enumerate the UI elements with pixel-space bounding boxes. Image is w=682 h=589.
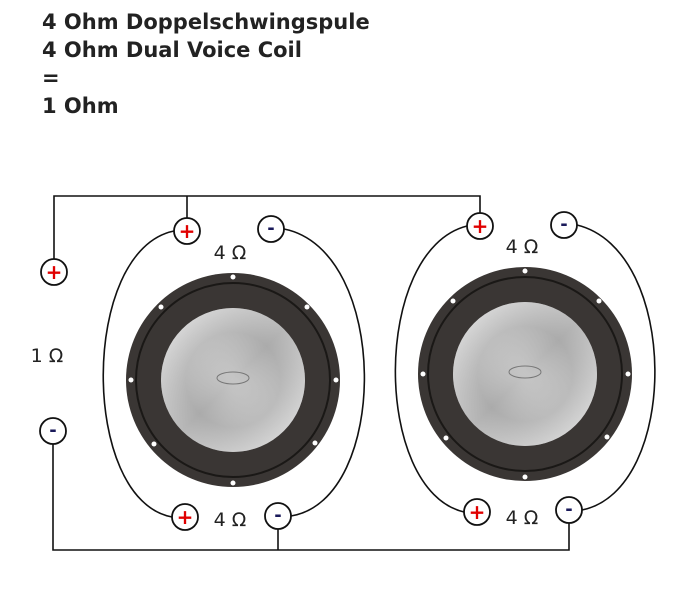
negative-terminal: -: [39, 417, 67, 445]
coil-impedance-label: 4 Ω: [506, 507, 539, 529]
minus-sign: -: [565, 499, 572, 520]
positive-terminal: +: [40, 258, 68, 286]
negative-terminal: -: [257, 215, 285, 243]
plus-sign: +: [177, 505, 194, 529]
coil-impedance-label: 4 Ω: [214, 509, 247, 531]
plus-sign: +: [46, 260, 63, 284]
minus-sign: -: [274, 505, 281, 526]
positive-terminal: +: [171, 503, 199, 531]
title-line-2: 4 Ohm Dual Voice Coil: [42, 38, 302, 62]
terminal-circle: [40, 258, 68, 286]
negative-terminal: -: [555, 496, 583, 524]
terminal-circle: [257, 215, 285, 243]
terminal-circle: [264, 502, 292, 530]
plus-sign: +: [469, 500, 486, 524]
terminal-circle: [550, 211, 578, 239]
minus-sign: -: [267, 218, 274, 239]
negative-terminal: -: [264, 502, 292, 530]
positive-terminal: +: [466, 212, 494, 240]
title-line-3: =: [42, 66, 60, 90]
title-line-4: 1 Ohm: [42, 94, 119, 118]
coil-impedance-label: 4 Ω: [214, 242, 247, 264]
negative-terminal: -: [550, 211, 578, 239]
speaker-2: [418, 267, 632, 481]
terminal-circle: [39, 417, 67, 445]
positive-terminal: +: [173, 217, 201, 245]
positive-terminal: +: [463, 498, 491, 526]
wires: [52, 195, 656, 551]
minus-sign: -: [560, 214, 567, 235]
plus-sign: +: [179, 219, 196, 243]
title-line-1: 4 Ohm Doppelschwingspule: [42, 10, 370, 34]
terminal-circle: [555, 496, 583, 524]
minus-sign: -: [49, 420, 56, 441]
speaker-1: [126, 273, 340, 487]
total-impedance-label: 1 Ω: [31, 345, 64, 367]
terminal-circle: [171, 503, 199, 531]
coil-impedance-label: 4 Ω: [506, 236, 539, 258]
terminal-circle: [173, 217, 201, 245]
terminal-circle: [466, 212, 494, 240]
terminal-circle: [463, 498, 491, 526]
plus-sign: +: [472, 214, 489, 238]
